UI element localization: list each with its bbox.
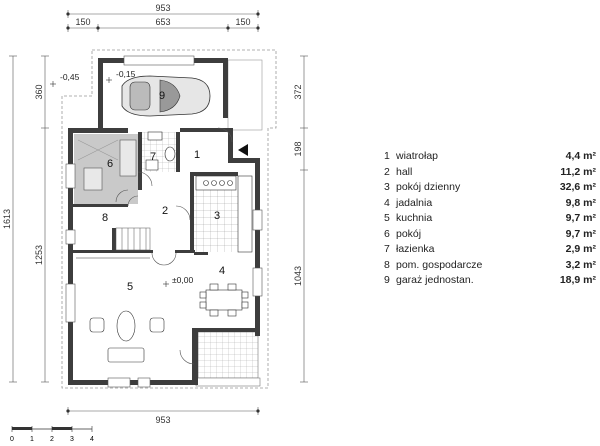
- dim-right-bottom: 1043: [293, 266, 303, 286]
- room-label-6: 6: [107, 158, 113, 170]
- dim-bottom-total: 953: [155, 415, 170, 425]
- room-label-7: 7: [150, 151, 156, 163]
- plinth-outline: [61, 49, 277, 389]
- dim-left-total: 1613: [2, 209, 12, 229]
- room-label-9: 9: [159, 90, 165, 102]
- dim-top-mid: 653: [155, 17, 170, 27]
- level-markers: [50, 77, 169, 287]
- scale-label: 3: [70, 436, 74, 443]
- level-garage: -0,15: [116, 69, 136, 79]
- scale-label: 2: [50, 436, 54, 443]
- bathroom-fixtures: [145, 131, 176, 171]
- stairs: [115, 227, 151, 251]
- level-main: ±0,00: [172, 275, 193, 285]
- room-label-8: 8: [102, 212, 108, 224]
- scale-label: 4: [90, 436, 94, 443]
- dim-top-left: 150: [75, 17, 90, 27]
- living-room-furniture: [76, 257, 165, 363]
- room-label-4: 4: [219, 265, 225, 277]
- scale-label: 1: [30, 436, 34, 443]
- doors: [115, 127, 233, 365]
- room-label-5: 5: [127, 281, 133, 293]
- kitchen-counter: [195, 175, 253, 253]
- dimension-lines: [9, 10, 308, 415]
- dim-top-right: 150: [235, 17, 250, 27]
- room-6-furniture: [77, 139, 137, 191]
- scale-label: 0: [10, 436, 14, 443]
- room-label-1: 1: [194, 149, 200, 161]
- kitchen-floor: [194, 190, 240, 252]
- dim-left-bottom: 1253: [34, 245, 44, 265]
- dim-top-total: 953: [155, 3, 170, 13]
- terrace: [197, 331, 259, 379]
- scale-bar: 0 1 2 3 4: [10, 426, 94, 443]
- terrace-step: [195, 377, 261, 387]
- porch: [227, 59, 263, 131]
- level-outside: -0,45: [60, 72, 80, 82]
- room-label-3: 3: [214, 210, 220, 222]
- dim-right-top: 372: [293, 84, 303, 99]
- dimension-markers: [66, 12, 260, 413]
- car-icon: [121, 75, 211, 117]
- room-label-2: 2: [162, 205, 168, 217]
- windows: [65, 55, 263, 388]
- entrance-arrow-icon: [238, 144, 248, 156]
- dim-left-top: 360: [34, 84, 44, 99]
- dining-table: [199, 283, 249, 317]
- dim-right-mid: 198: [293, 141, 303, 156]
